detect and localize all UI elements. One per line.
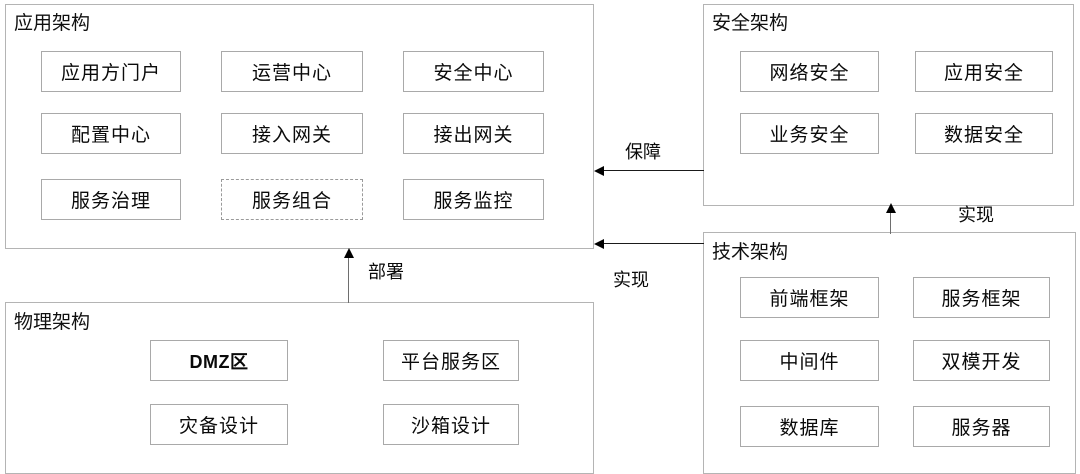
node-service-governance[interactable]: 服务治理 <box>41 179 181 220</box>
node-application-portal[interactable]: 应用方门户 <box>41 51 181 92</box>
group-title-application-architecture: 应用架构 <box>14 13 91 34</box>
node-platform-service-zone[interactable]: 平台服务区 <box>383 340 519 381</box>
group-title-security-architecture: 安全架构 <box>712 13 789 34</box>
group-title-technical-architecture: 技术架构 <box>712 242 789 263</box>
connector-security-to-application-line <box>604 170 704 171</box>
connector-physical-to-application-arrowhead <box>344 248 354 258</box>
node-application-security[interactable]: 应用安全 <box>915 51 1053 92</box>
group-physical-architecture <box>5 302 594 474</box>
node-disaster-recovery-design[interactable]: 灾备设计 <box>150 404 288 445</box>
connector-label-technical-to-application: 实现 <box>613 270 649 290</box>
connector-label-security-to-application: 保障 <box>625 142 661 162</box>
connector-physical-to-application-line <box>348 257 349 303</box>
node-dmz-zone[interactable]: DMZ区 <box>150 340 288 381</box>
node-bimodal-development[interactable]: 双模开发 <box>913 340 1050 381</box>
node-egress-gateway[interactable]: 接出网关 <box>403 113 544 154</box>
connector-label-physical-to-application: 部署 <box>368 262 404 282</box>
node-operation-center[interactable]: 运营中心 <box>221 51 363 92</box>
connector-technical-to-security-arrowhead <box>886 203 896 213</box>
node-ingress-gateway[interactable]: 接入网关 <box>221 113 363 154</box>
node-service-composition[interactable]: 服务组合 <box>221 179 363 220</box>
connector-technical-to-application-line <box>604 243 704 244</box>
connector-technical-to-security-line <box>890 212 891 234</box>
node-sandbox-design[interactable]: 沙箱设计 <box>383 404 519 445</box>
node-network-security[interactable]: 网络安全 <box>740 51 879 92</box>
connector-technical-to-application-arrowhead <box>594 239 604 249</box>
node-service-monitoring[interactable]: 服务监控 <box>403 179 544 220</box>
node-security-center[interactable]: 安全中心 <box>403 51 544 92</box>
node-config-center[interactable]: 配置中心 <box>41 113 181 154</box>
group-title-physical-architecture: 物理架构 <box>14 312 91 333</box>
node-business-security[interactable]: 业务安全 <box>740 113 879 154</box>
connector-label-technical-to-security: 实现 <box>958 205 994 225</box>
node-database[interactable]: 数据库 <box>740 406 879 447</box>
node-service-framework[interactable]: 服务框架 <box>913 277 1050 318</box>
group-security-architecture <box>703 4 1074 206</box>
node-middleware[interactable]: 中间件 <box>740 340 879 381</box>
node-frontend-framework[interactable]: 前端框架 <box>740 277 879 318</box>
node-server[interactable]: 服务器 <box>913 406 1050 447</box>
connector-security-to-application-arrowhead <box>594 166 604 176</box>
node-data-security[interactable]: 数据安全 <box>915 113 1053 154</box>
